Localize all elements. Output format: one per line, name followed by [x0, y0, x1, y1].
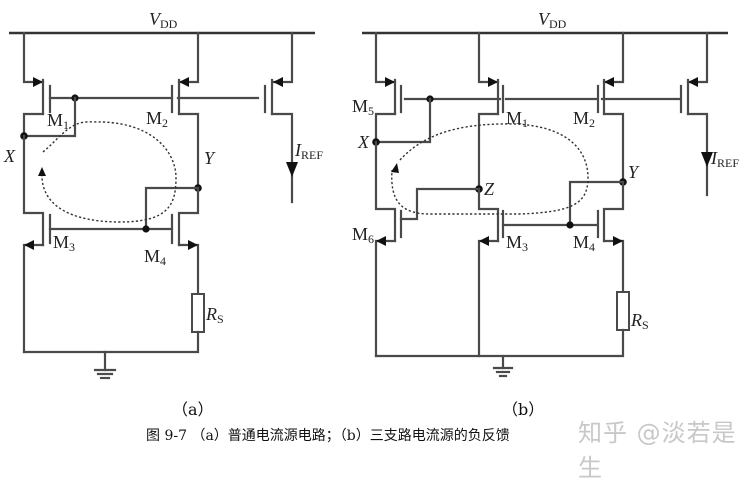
node-x-label-b: X [357, 132, 370, 152]
junction-dot [142, 225, 150, 233]
feedback-loop-b [391, 123, 589, 215]
node-y-label-a: Y [204, 148, 216, 168]
m3-label-b: M3 [506, 232, 528, 254]
junction-dot [566, 221, 574, 229]
iref-label-b: IREF [710, 148, 739, 170]
m3-label-a: M3 [53, 232, 75, 254]
m4-label-b: M4 [573, 232, 595, 254]
transistor-m1-b [477, 31, 505, 191]
current-arrow-a [286, 162, 298, 177]
ground-icon-b [492, 354, 514, 378]
transistor-ref-b [679, 31, 709, 197]
rs-label-b: RS [630, 310, 649, 332]
panel-b-circuit: VDD M5 X M1 [352, 9, 739, 378]
transistor-m4-a [170, 186, 200, 296]
m1-label-b: M1 [506, 108, 528, 130]
m2-label-a: M2 [146, 108, 168, 130]
resistor-rs-a [191, 293, 205, 333]
resistor-rs-b [616, 291, 630, 331]
iref-label-a: IREF [294, 140, 323, 162]
figure-caption: 图 9-7 （a）普通电流源电路；（b）三支路电流源的负反馈 [146, 428, 510, 444]
m5-label-b: M5 [352, 96, 374, 118]
node-x-label-a: X [3, 146, 16, 166]
m2-label-b: M2 [573, 108, 595, 130]
m6-label-b: M6 [352, 224, 374, 246]
transistor-m4-b [596, 180, 625, 294]
m4-label-a: M4 [144, 246, 166, 268]
circuit-diagram: VDD M1 X M2 Y [3, 9, 739, 380]
transistor-ref-a [263, 31, 294, 204]
transistor-m3-b [477, 187, 505, 358]
transistor-m2-a [170, 31, 200, 190]
transistor-m3-a [22, 213, 52, 354]
transistor-m2-b [596, 31, 625, 184]
panel-a-circuit: VDD M1 X M2 Y [3, 9, 323, 380]
rs-label-a: RS [205, 304, 224, 326]
ground-icon-a [93, 350, 117, 380]
m1-label-a: M1 [47, 110, 69, 132]
feedback-loop-a [41, 121, 177, 223]
loop-arrow-b [391, 163, 399, 173]
node-y-label-b: Y [628, 162, 640, 182]
vdd-label-a: VDD [149, 9, 178, 31]
transistor-m5-b [374, 31, 403, 144]
panel-a-label: （a） [172, 400, 214, 419]
watermark: 知乎 @淡若是生 [578, 419, 737, 482]
current-arrow-b [701, 152, 713, 167]
panel-b-label: （b） [502, 400, 545, 419]
transistor-m6-b [374, 209, 403, 358]
node-z-label-b: Z [484, 179, 495, 199]
loop-arrow-a [38, 167, 46, 176]
vdd-label-b: VDD [538, 9, 567, 31]
